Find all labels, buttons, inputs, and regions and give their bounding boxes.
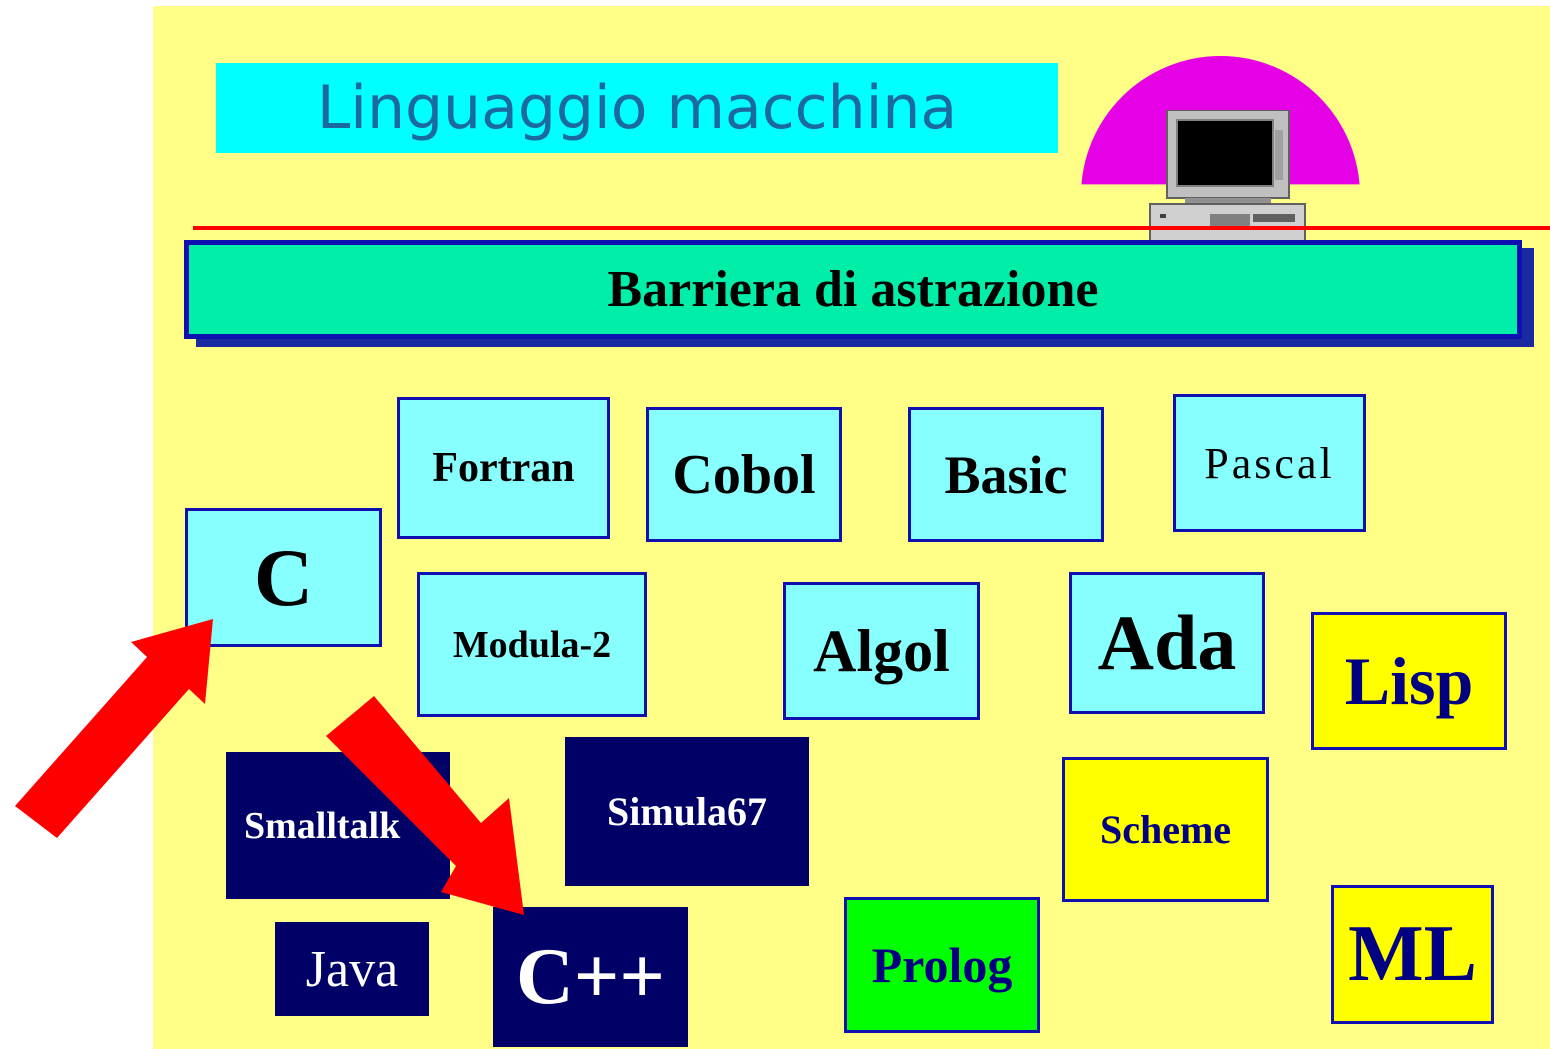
- lang-simula67: Simula67: [565, 737, 809, 886]
- lang-fortran: Fortran: [397, 397, 610, 539]
- lang-ada: Ada: [1069, 572, 1265, 714]
- lang-c-label: C: [253, 531, 314, 623]
- lang-pascal-label: Pascal: [1204, 438, 1335, 488]
- lang-java-label: Java: [305, 940, 399, 998]
- lang-prolog: Prolog: [844, 897, 1040, 1033]
- lang-ml: ML: [1331, 885, 1494, 1024]
- barrier-label: Barriera di astrazione: [607, 261, 1099, 318]
- lang-cpp-label: C++: [516, 932, 665, 1021]
- computer-icon: [1149, 110, 1306, 245]
- lang-ml-label: ML: [1348, 910, 1477, 998]
- lang-lisp-label: Lisp: [1344, 642, 1474, 719]
- lang-scheme-label: Scheme: [1099, 807, 1232, 852]
- lang-ada-label: Ada: [1097, 599, 1237, 686]
- page-title: Linguaggio macchina: [316, 73, 958, 143]
- arrow-icon: [15, 619, 213, 838]
- abstraction-barrier: Barriera di astrazione: [184, 240, 1522, 339]
- lang-scheme: Scheme: [1062, 757, 1269, 902]
- lang-modula2-label: Modula-2: [452, 623, 612, 666]
- lang-cpp: C++: [493, 907, 688, 1047]
- lang-fortran-label: Fortran: [432, 445, 575, 491]
- lang-c: C: [185, 508, 382, 647]
- lang-basic-label: Basic: [944, 444, 1068, 505]
- lang-modula2: Modula-2: [417, 572, 647, 717]
- lang-pascal: Pascal: [1173, 394, 1366, 532]
- lang-cobol-label: Cobol: [672, 443, 816, 506]
- lang-smalltalk-label: Smalltalk: [244, 804, 401, 847]
- lang-basic: Basic: [908, 407, 1104, 542]
- lang-cobol: Cobol: [646, 407, 842, 542]
- lang-simula67-label: Simula67: [606, 789, 768, 834]
- lang-algol-label: Algol: [813, 617, 950, 684]
- separator-line: [193, 226, 1550, 230]
- title-box: Linguaggio macchina: [216, 63, 1058, 153]
- lang-prolog-label: Prolog: [871, 937, 1013, 993]
- lang-lisp: Lisp: [1311, 612, 1507, 750]
- arrow-icon: [326, 696, 524, 915]
- lang-java: Java: [275, 922, 429, 1016]
- lang-algol: Algol: [783, 582, 980, 720]
